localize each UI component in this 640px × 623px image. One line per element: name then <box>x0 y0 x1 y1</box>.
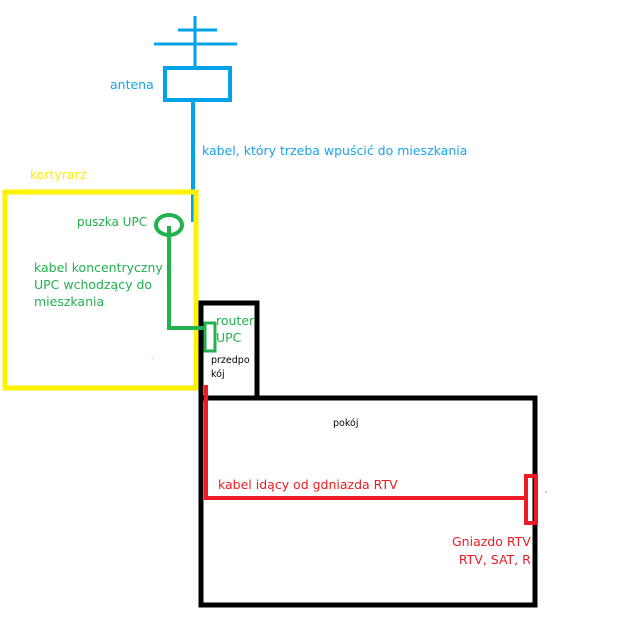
coax-cable-label: kabel koncentryczny UPC wchodzący do mie… <box>34 260 163 309</box>
antenna-icon <box>154 16 237 102</box>
corridor-box <box>2 189 199 391</box>
corridor-label: kortyrarz <box>30 167 87 182</box>
stray-dot <box>152 358 153 359</box>
rtv-cable-label: kabel idący od gdniazda RTV <box>218 477 398 492</box>
stray-dot <box>545 491 547 493</box>
upc-box-label: puszka UPC <box>77 215 148 229</box>
router-label: router UPC <box>216 313 255 345</box>
room-label: pokój <box>333 418 359 429</box>
coax-cable <box>167 226 205 330</box>
antenna-cable-label: kabel, który trzeba wpuścić do mieszkani… <box>202 143 468 158</box>
hallway-label: przedpo kój <box>211 355 250 380</box>
router-icon <box>203 321 217 353</box>
hallway-walls <box>198 300 260 400</box>
rtv-cable <box>204 385 526 500</box>
antenna-label: antena <box>110 77 154 92</box>
rtv-socket-icon <box>524 474 538 525</box>
rtv-socket-label: Gniazdo RTV RTV, SAT, R <box>452 534 531 567</box>
room-walls <box>198 395 538 608</box>
